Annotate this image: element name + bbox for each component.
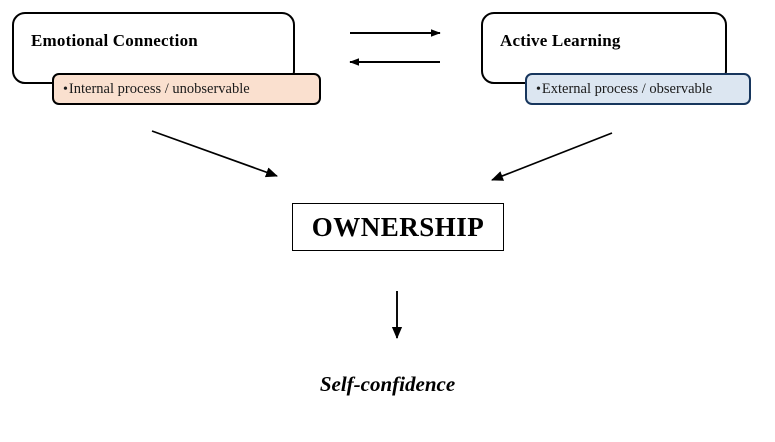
node-emotional-connection-label: Emotional Connection bbox=[31, 31, 198, 50]
bullet-icon: • bbox=[63, 81, 68, 97]
callout-external-process[interactable]: •External process / observable bbox=[525, 73, 751, 105]
callout-internal-process[interactable]: •Internal process / unobservable bbox=[52, 73, 321, 105]
left-to-ownership-arrow bbox=[151, 130, 278, 178]
right-to-ownership-arrow bbox=[491, 132, 613, 181]
node-self-confidence-label: Self-confidence bbox=[319, 372, 456, 396]
callout-internal-process-text: •Internal process / unobservable bbox=[54, 80, 250, 97]
node-self-confidence: Self-confidence bbox=[0, 372, 775, 397]
node-active-learning-label: Active Learning bbox=[500, 31, 621, 50]
node-active-learning[interactable]: Active Learning bbox=[481, 12, 727, 84]
node-ownership[interactable]: OWNERSHIP bbox=[292, 203, 504, 251]
callout-internal-process-label: Internal process / unobservable bbox=[68, 80, 250, 97]
node-ownership-label: OWNERSHIP bbox=[311, 211, 485, 242]
bullet-icon: • bbox=[536, 81, 541, 97]
callout-external-process-label: External process / observable bbox=[541, 80, 713, 97]
callout-external-process-text: •External process / observable bbox=[527, 80, 713, 97]
node-emotional-connection[interactable]: Emotional Connection bbox=[12, 12, 295, 84]
